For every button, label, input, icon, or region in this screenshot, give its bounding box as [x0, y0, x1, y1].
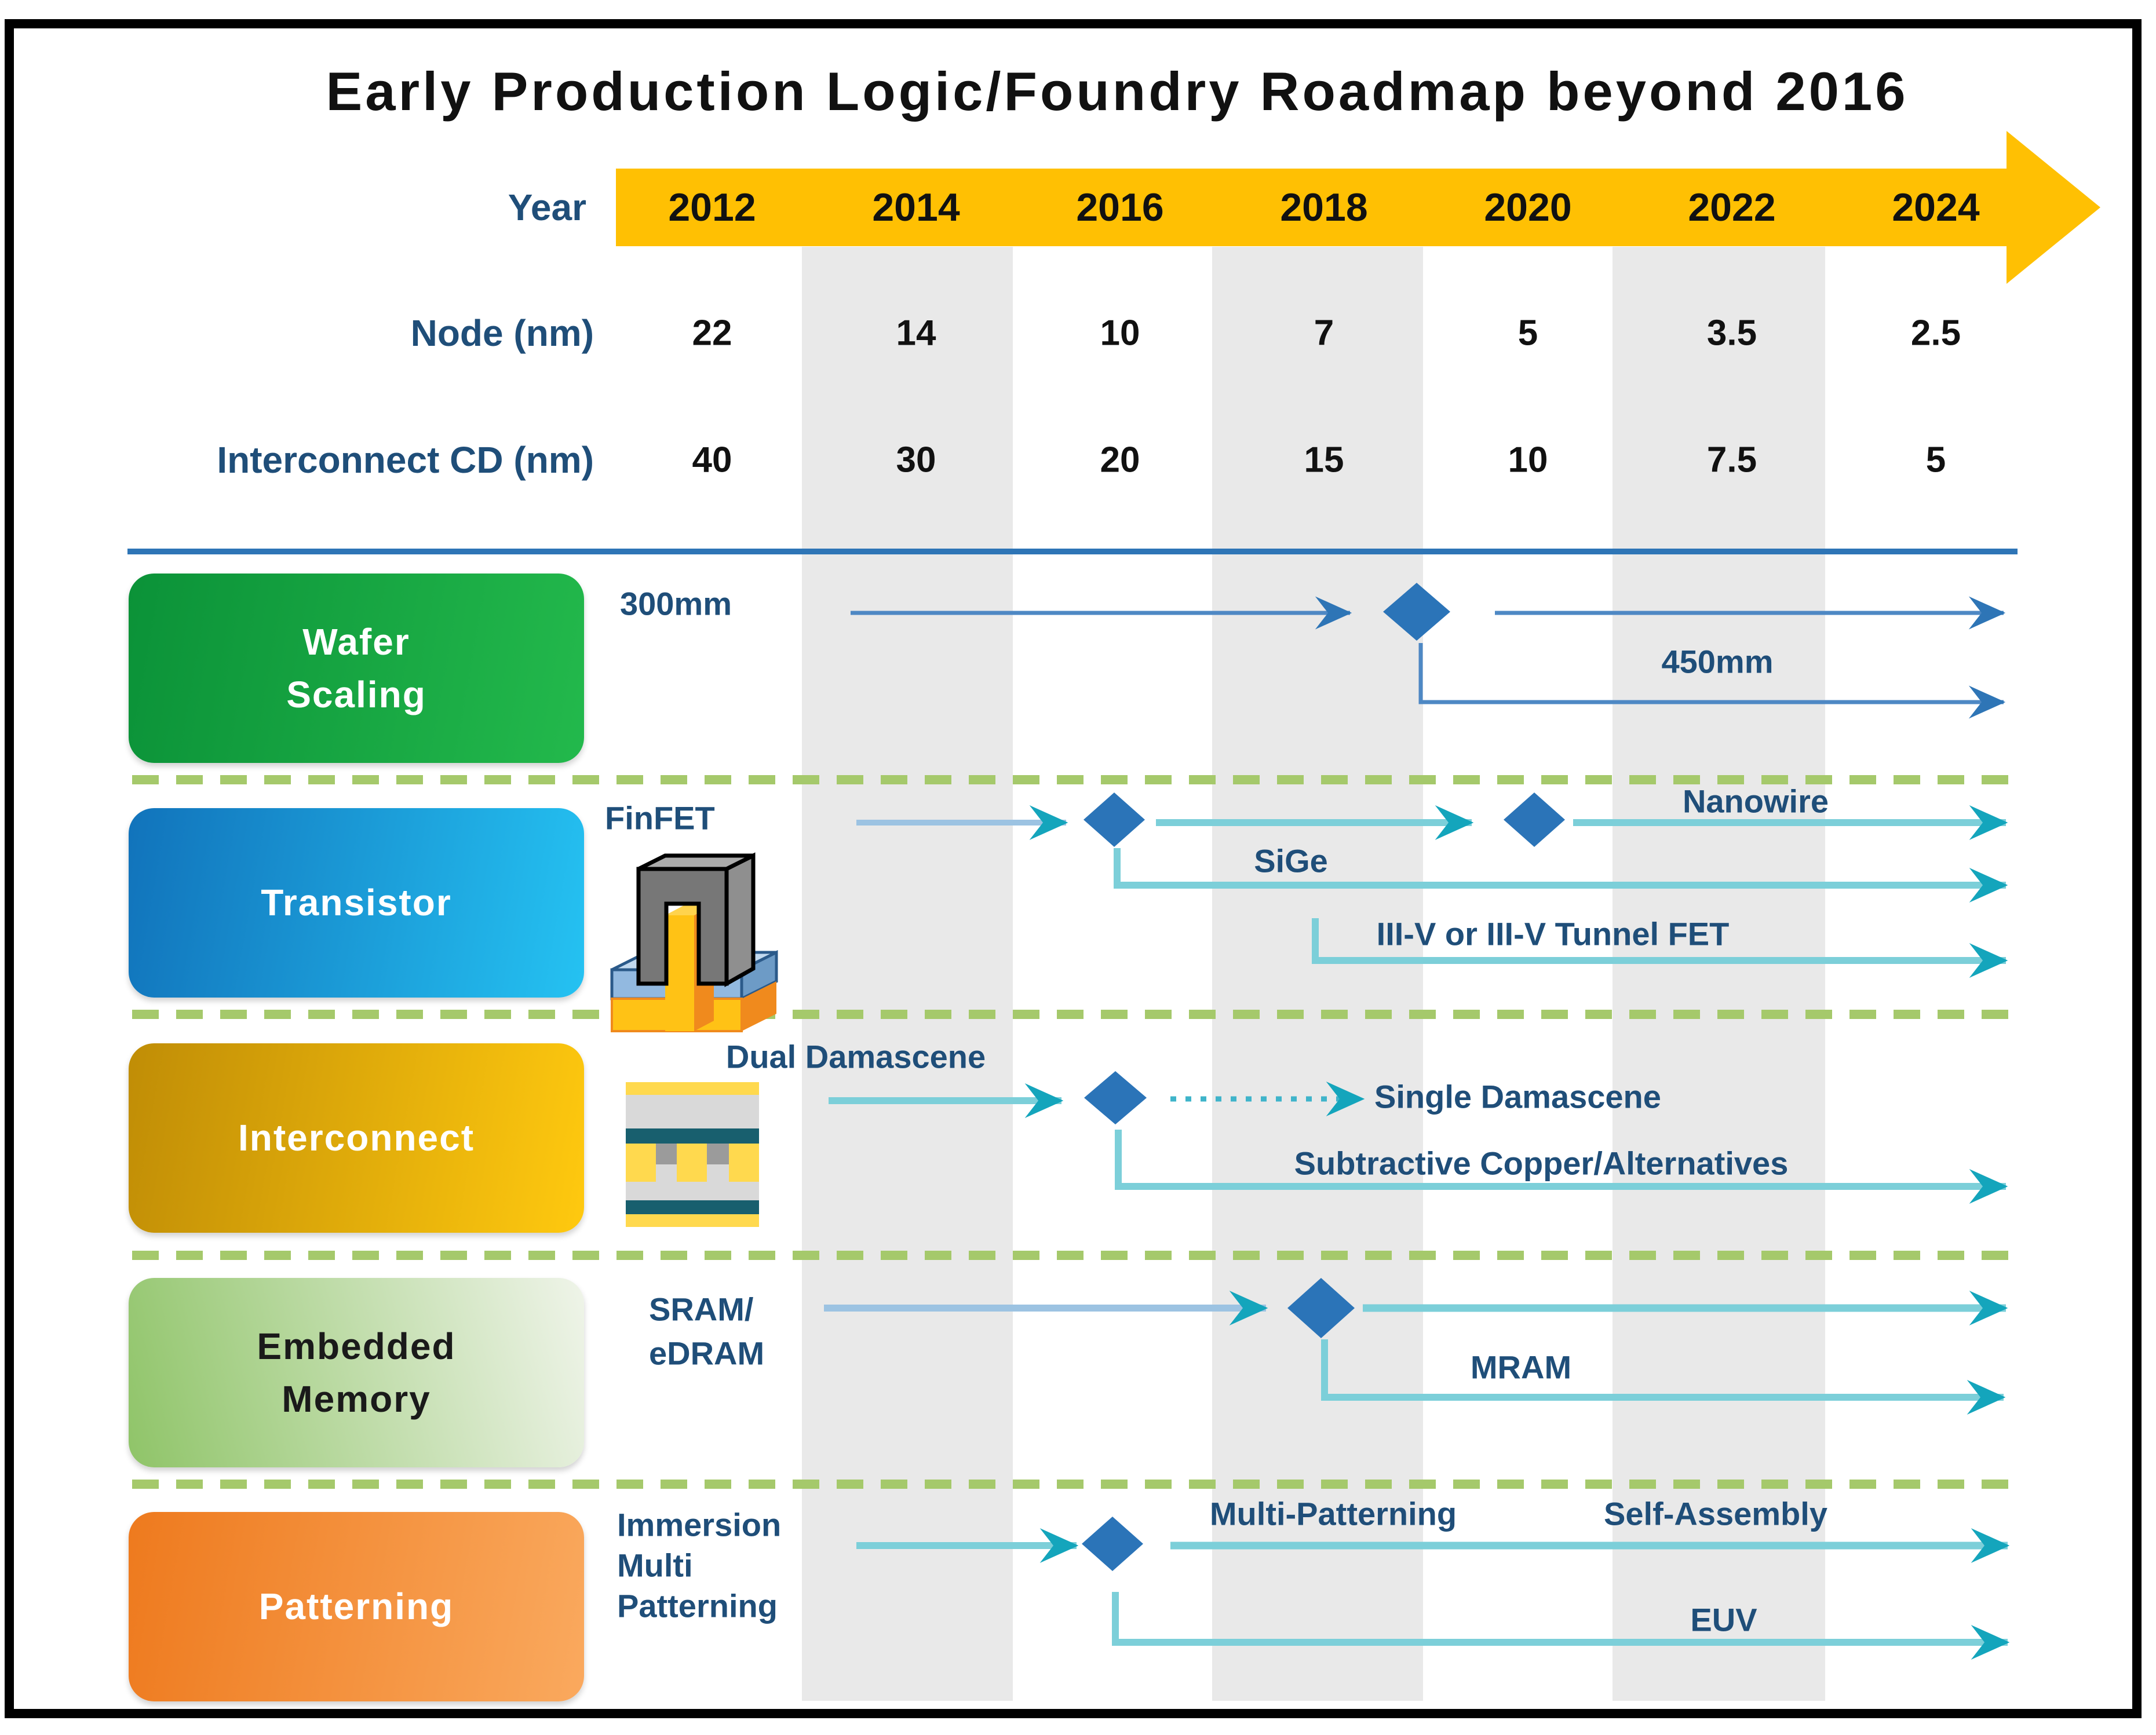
arrow-mram-branch [1321, 1339, 2006, 1415]
category-box-label: Embedded [257, 1325, 456, 1367]
finfet-3d-icon [610, 852, 778, 1032]
label-self-assembly: Self-Assembly [1604, 1495, 1827, 1532]
transistor-track [856, 792, 2008, 978]
cd-value: 40 [692, 440, 732, 480]
label-nanowire: Nanowire [1682, 783, 1829, 820]
category-box-label: Memory [282, 1378, 431, 1420]
label-sram: SRAM/ [649, 1291, 754, 1328]
label-euv: EUV [1690, 1601, 1757, 1638]
cd-value: 10 [1508, 440, 1548, 480]
interconnect-track [829, 1071, 2008, 1204]
category-box-label: Scaling [286, 673, 426, 715]
cd-row-label: Interconnect CD (nm) [217, 439, 594, 481]
page-title: Early Production Logic/Foundry Roadmap b… [326, 61, 1909, 122]
timeline-arrow [616, 131, 2100, 284]
label-immersion: Immersion [617, 1506, 782, 1543]
label-sige: SiGe [1254, 842, 1328, 879]
label-mram: MRAM [1470, 1349, 1572, 1386]
row-separators [132, 775, 2023, 1489]
label-finfet: FinFET [605, 799, 715, 837]
category-box-label: Transistor [261, 882, 452, 924]
patterning-track [856, 1517, 2010, 1660]
cd-value: 20 [1100, 440, 1140, 480]
year-row-label: Year [508, 187, 586, 228]
year-cell: 2020 [1484, 185, 1572, 229]
node-value: 2.5 [1910, 313, 1961, 353]
year-cell: 2022 [1688, 185, 1776, 229]
wafer-scaling-track [851, 583, 2006, 719]
label-300mm: 300mm [620, 585, 732, 622]
label-multi: Multi [617, 1547, 693, 1584]
label-edram: eDRAM [649, 1335, 765, 1372]
arrow-subtractive-branch [1115, 1130, 2008, 1204]
arrow-sige-branch [1114, 848, 2008, 903]
category-box-wafer-scaling: Wafer Scaling [129, 574, 584, 763]
slide-frame [5, 19, 2142, 1718]
embedded-memory-track [824, 1278, 2008, 1415]
arrow-euv-branch [1112, 1592, 2010, 1660]
category-box-transistor: Transistor [129, 808, 584, 998]
label-single-damascene: Single Damascene [1374, 1078, 1661, 1115]
node-value: 22 [692, 313, 732, 353]
milestone-diamond [1082, 1517, 1143, 1571]
cd-value: 30 [896, 440, 936, 480]
node-value: 14 [896, 313, 936, 353]
node-row-label: Node (nm) [410, 312, 594, 354]
year-cell: 2012 [668, 185, 756, 229]
category-box-patterning: Patterning [129, 1512, 584, 1701]
label-450mm: 450mm [1661, 643, 1774, 680]
milestone-diamond [1504, 792, 1565, 847]
label-patterning: Patterning [617, 1587, 778, 1624]
node-value: 7 [1314, 313, 1334, 353]
label-iiiv-tunnel-fet: III-V or III-V Tunnel FET [1376, 915, 1730, 952]
milestone-diamond [1383, 583, 1450, 641]
node-value: 10 [1100, 313, 1140, 353]
category-box-label: Wafer [302, 620, 410, 663]
cd-value: 5 [1925, 440, 1946, 480]
node-value: 5 [1517, 313, 1538, 353]
damascene-cross-section-icon [626, 1082, 759, 1227]
year-cell: 2016 [1076, 185, 1164, 229]
label-multi-patterning: Multi-Patterning [1209, 1495, 1457, 1532]
milestone-diamond [1287, 1278, 1355, 1338]
cd-value: 15 [1304, 440, 1344, 480]
category-box-interconnect: Interconnect [129, 1043, 584, 1233]
milestone-diamond [1084, 792, 1145, 847]
year-column-stripes [802, 247, 1825, 1701]
year-cell: 2024 [1892, 185, 1980, 229]
milestone-diamond [1084, 1071, 1147, 1124]
year-cell: 2014 [872, 185, 960, 229]
label-dual-damascene: Dual Damascene [725, 1038, 986, 1075]
category-box-label: Patterning [258, 1586, 454, 1628]
arrow-iiiv-branch [1312, 918, 2008, 978]
arrow-450mm-branch [1418, 643, 2006, 719]
node-value: 3.5 [1706, 313, 1757, 353]
cd-value: 7.5 [1706, 440, 1757, 480]
label-subtractive-copper: Subtractive Copper/Alternatives [1294, 1145, 1789, 1182]
category-box-label: Interconnect [238, 1117, 475, 1159]
year-cell: 2018 [1280, 185, 1368, 229]
category-box-embedded-memory: Embedded Memory [129, 1278, 584, 1467]
